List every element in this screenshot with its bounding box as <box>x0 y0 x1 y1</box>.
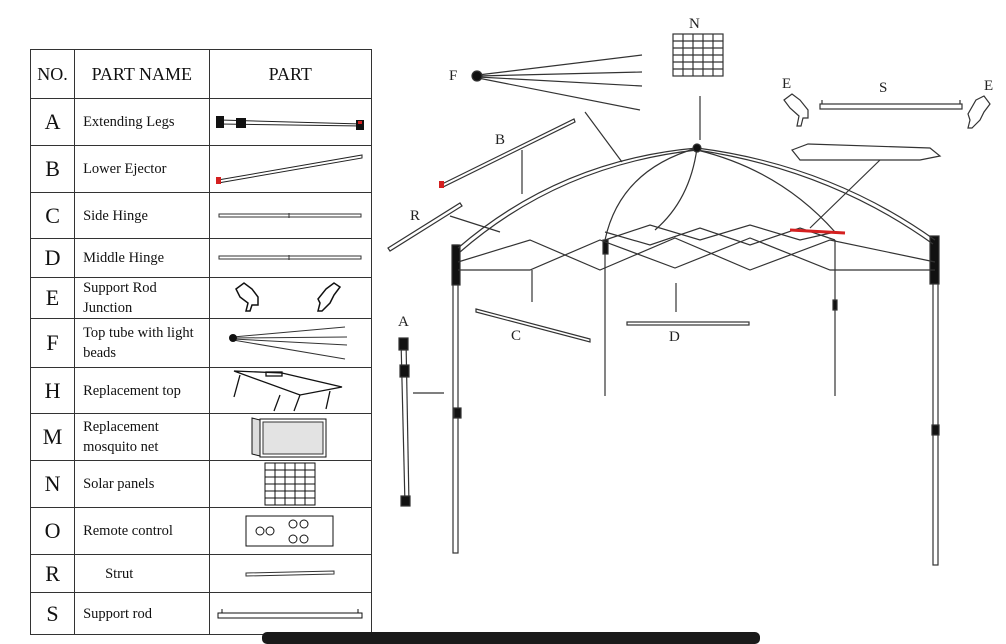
support-rod-icon <box>217 608 363 618</box>
table-row: A Extending Legs <box>29 98 373 146</box>
solar-panel-icon <box>264 462 316 506</box>
row-name: Top tube with light beads <box>74 318 210 368</box>
canopy-exploded-diagram: N F E S E B R A C D <box>387 16 993 566</box>
row-no: A <box>29 98 76 146</box>
side-hinge-part <box>475 308 591 343</box>
support-rod-junction-part-right <box>967 95 991 129</box>
row-name: Lower Ejector <box>74 145 210 193</box>
row-name: Replacement top <box>74 367 210 414</box>
parts-table: NO. PART NAME PART A Extending Legs B Lo… <box>29 49 373 635</box>
assembly-arrows <box>413 96 881 394</box>
table-row: H Replacement top <box>29 367 373 414</box>
table-row: O Remote control <box>29 507 373 555</box>
top-tube-part <box>471 54 643 111</box>
row-no: M <box>29 413 76 461</box>
canopy-ridges <box>457 143 936 253</box>
table-row: C Side Hinge <box>29 192 373 239</box>
table-row: S Support rod <box>29 592 373 635</box>
label-e-left: E <box>782 76 791 92</box>
canopy-legs <box>451 235 940 566</box>
row-no: H <box>29 367 76 414</box>
header-part-name: PART NAME <box>74 49 210 99</box>
table-row: E Support Rod Junction <box>29 277 373 319</box>
row-name: Remote control <box>74 507 210 555</box>
support-rod-part <box>819 100 963 110</box>
support-rod-junction-icon <box>235 282 342 312</box>
row-name: Support rod <box>74 592 210 635</box>
strut-part <box>387 202 463 252</box>
row-name: Support Rod Junction <box>74 277 210 319</box>
row-name: Solar panels <box>74 460 210 508</box>
label-d: D <box>669 329 680 345</box>
label-e-right: E <box>984 78 993 94</box>
remote-control-icon <box>245 515 334 547</box>
table-row: R Strut <box>29 554 373 593</box>
table-row: F Top tube with light beads <box>29 318 373 368</box>
header-no: NO. <box>29 49 76 99</box>
replacement-top-icon <box>233 369 343 411</box>
canopy-truss <box>457 224 936 271</box>
row-no: S <box>29 592 76 635</box>
label-b: B <box>495 132 505 148</box>
row-no: R <box>29 554 76 593</box>
top-tube-icon <box>229 326 348 360</box>
table-row: N Solar panels <box>29 460 373 508</box>
row-no: O <box>29 507 76 555</box>
label-a: A <box>398 314 409 330</box>
row-name: Extending Legs <box>74 98 210 146</box>
mosquito-net-icon <box>251 417 327 458</box>
row-name: Middle Hinge <box>74 238 210 278</box>
lower-ejector-part <box>439 118 576 188</box>
row-no: N <box>29 460 76 508</box>
row-no: D <box>29 238 76 278</box>
row-no: F <box>29 318 76 368</box>
middle-hinge-icon <box>218 255 362 260</box>
extending-leg-part <box>398 337 411 507</box>
bottom-scrollbar[interactable] <box>262 632 760 644</box>
row-name: Side Hinge <box>74 192 210 239</box>
label-r: R <box>410 208 420 224</box>
support-rod-junction-part-left <box>783 93 809 127</box>
table-row: M Replacement mosquito net <box>29 413 373 461</box>
middle-hinge-part <box>626 321 750 326</box>
solar-panel-part <box>672 33 724 77</box>
roof-support-part <box>791 143 942 161</box>
table-row: D Middle Hinge <box>29 238 373 278</box>
table-row: B Lower Ejector <box>29 145 373 193</box>
header-part: PART <box>208 49 373 99</box>
side-hinge-icon <box>218 212 362 218</box>
row-name: Replacement mosquito net <box>74 413 210 461</box>
table-header: NO. PART NAME PART <box>29 49 373 99</box>
lower-ejector-icon <box>216 154 363 184</box>
row-no: B <box>29 145 76 193</box>
extending-legs-icon <box>216 116 365 130</box>
label-f: F <box>449 68 457 84</box>
label-s: S <box>879 80 887 96</box>
row-no: E <box>29 277 76 319</box>
diagram-labels: N F E S E B R A C D <box>398 16 993 345</box>
row-name: Strut <box>74 554 210 593</box>
row-no: C <box>29 192 76 239</box>
label-c: C <box>511 328 521 344</box>
strut-icon <box>245 569 335 577</box>
label-n: N <box>689 16 700 32</box>
